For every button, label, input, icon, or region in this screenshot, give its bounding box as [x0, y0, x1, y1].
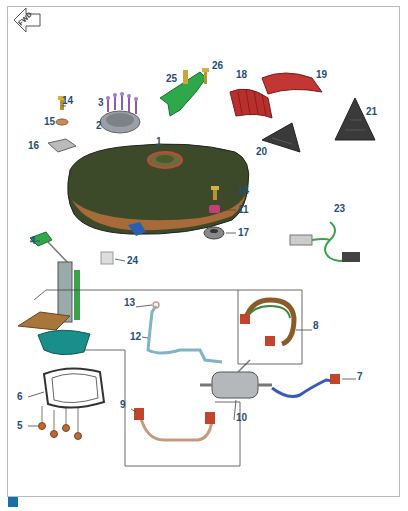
callout-number: 4: [30, 236, 36, 246]
callout-number: 17: [238, 228, 249, 238]
callout-number: 7: [357, 372, 363, 382]
callout-number: 2: [96, 121, 102, 131]
callout-number: 10: [236, 413, 247, 423]
callout-number: 16: [28, 141, 39, 151]
callout-number: 24: [127, 256, 138, 266]
callout-number: 19: [316, 70, 327, 80]
callout-number: 12: [130, 332, 141, 342]
callout-number: 8: [313, 321, 319, 331]
callout-number: 23: [334, 204, 345, 214]
callout-number: 9: [120, 400, 126, 410]
callout-number: 13: [124, 298, 135, 308]
callout-number: 14: [238, 186, 249, 196]
callout-number: 20: [256, 147, 267, 157]
callout-number: 21: [366, 107, 377, 117]
callout-number: 1: [156, 137, 162, 147]
callout-number: 25: [166, 74, 177, 84]
callout-number: 15: [44, 117, 55, 127]
callout-number: 14: [62, 96, 73, 106]
callout-number: 5: [17, 421, 23, 431]
callout-number: 26: [212, 61, 223, 71]
callout-number: 18: [236, 70, 247, 80]
callout-number: 11: [238, 205, 249, 215]
callout-number: 6: [17, 392, 23, 402]
callout-number: 3: [98, 98, 104, 108]
